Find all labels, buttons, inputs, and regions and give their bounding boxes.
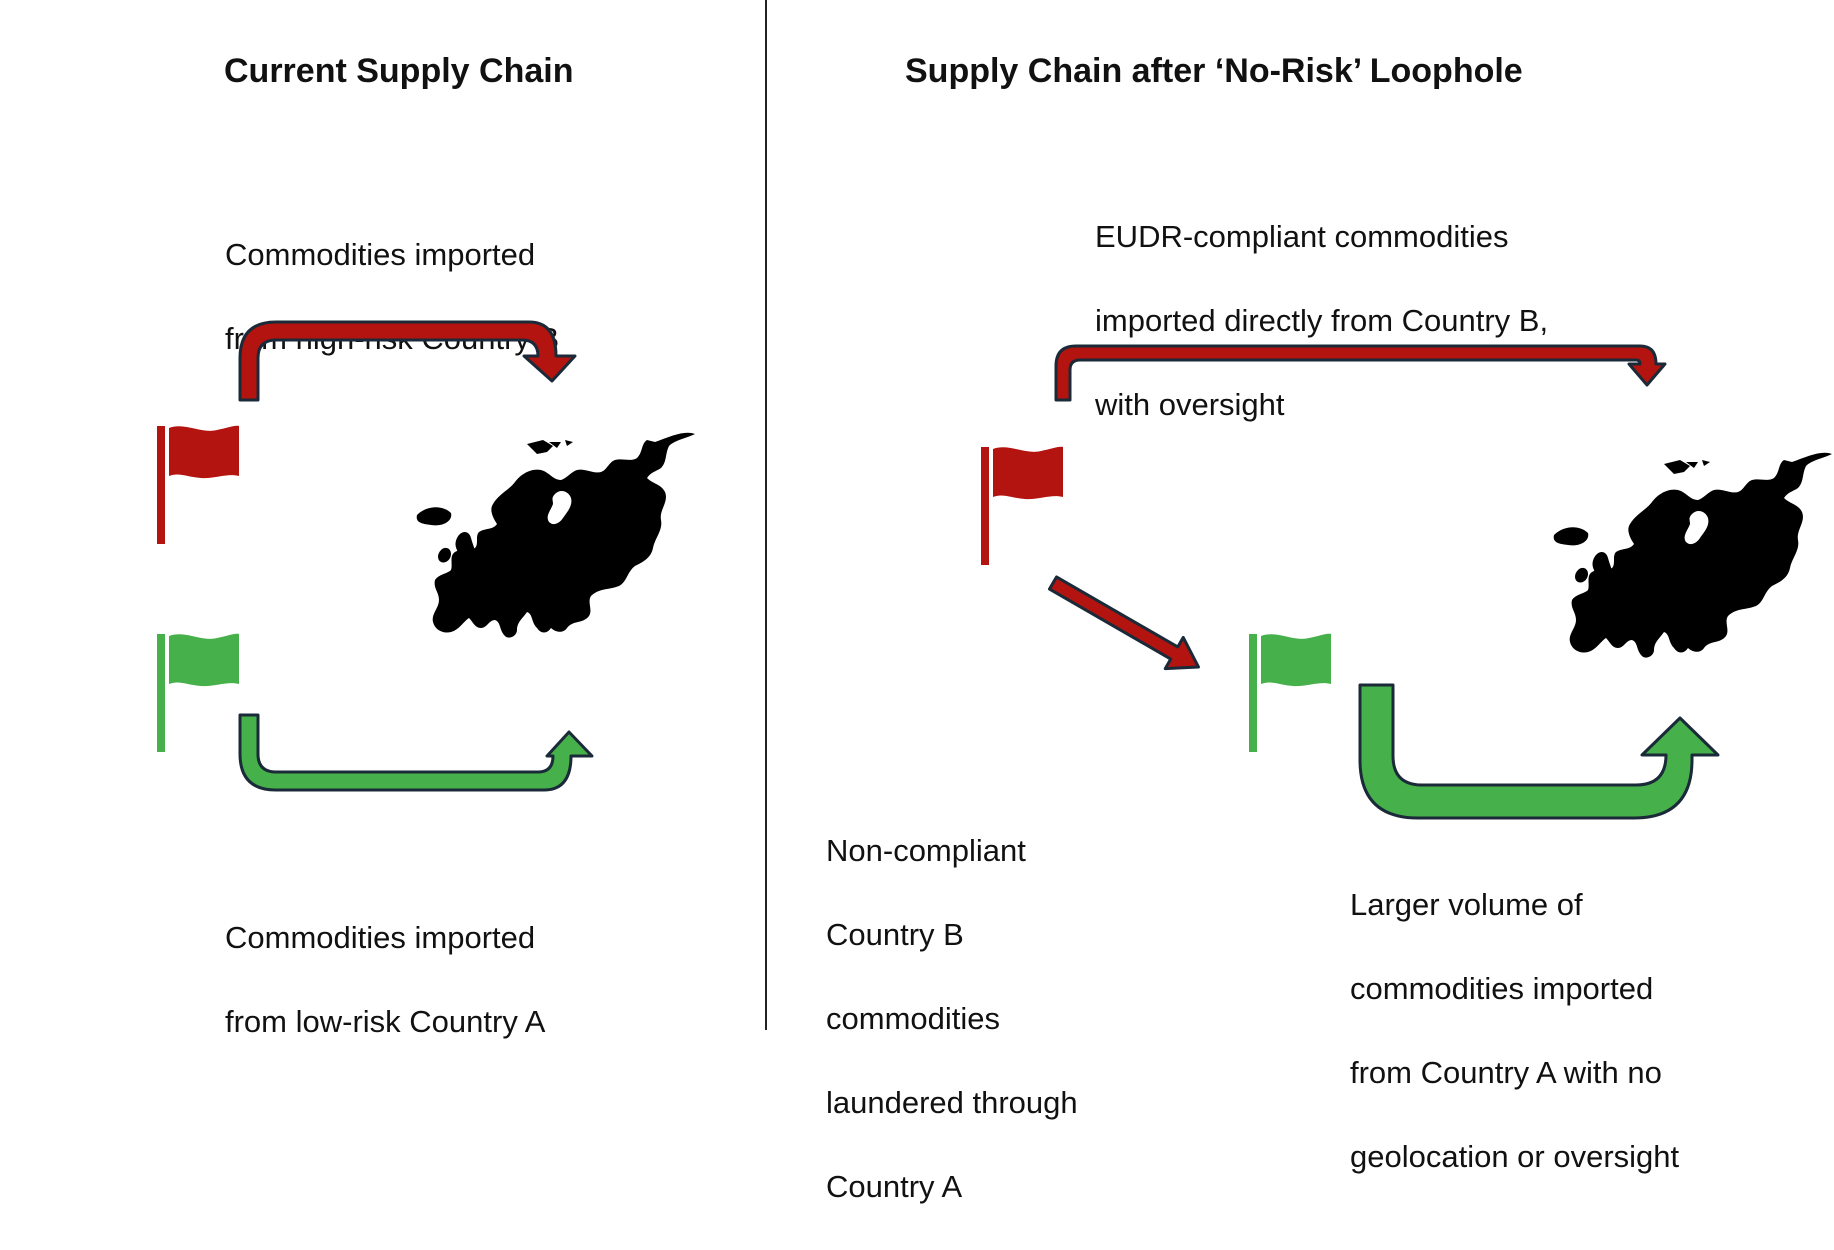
right-top-caption: EUDR-compliant commodities imported dire…	[1095, 174, 1548, 468]
high-risk-import-arrow	[238, 320, 577, 402]
increased-import-arrow	[1358, 683, 1720, 820]
caption-line: imported directly from Country B,	[1095, 303, 1549, 338]
green-flag-icon	[1249, 633, 1331, 752]
red-flag-icon	[981, 446, 1063, 565]
compliant-import-arrow	[1054, 344, 1667, 402]
caption-line: Larger volume of	[1350, 887, 1583, 922]
caption-line: Commodities imported	[225, 920, 536, 955]
caption-line: commodities imported	[1350, 971, 1654, 1006]
caption-line: with oversight	[1095, 387, 1285, 422]
caption-line: geolocation or oversight	[1350, 1139, 1680, 1174]
caption-line: Commodities imported	[225, 237, 536, 272]
caption-line: from Country A with no	[1350, 1055, 1662, 1090]
left-panel-title: Current Supply Chain	[224, 52, 574, 90]
caption-line: Country B	[826, 917, 964, 952]
left-bottom-caption: Commodities imported from low-risk Count…	[225, 875, 545, 1085]
laundering-arrow	[1048, 575, 1200, 671]
caption-line: Country A	[826, 1169, 963, 1204]
right-panel-title: Supply Chain after ‘No-Risk’ Loophole	[905, 52, 1523, 90]
caption-line: EUDR-compliant commodities	[1095, 219, 1509, 254]
diagram-graphics	[157, 0, 1832, 1030]
red-flag-icon	[157, 425, 239, 544]
caption-line: Non-compliant	[826, 833, 1026, 868]
europe-map-icon	[1553, 452, 1832, 658]
europe-map-icon	[416, 432, 695, 638]
green-flag-icon	[157, 633, 239, 752]
low-risk-import-arrow	[238, 713, 594, 792]
diagram: Current Supply Chain Supply Chain after …	[157, 0, 1832, 1204]
caption-line: laundered through	[826, 1085, 1078, 1120]
